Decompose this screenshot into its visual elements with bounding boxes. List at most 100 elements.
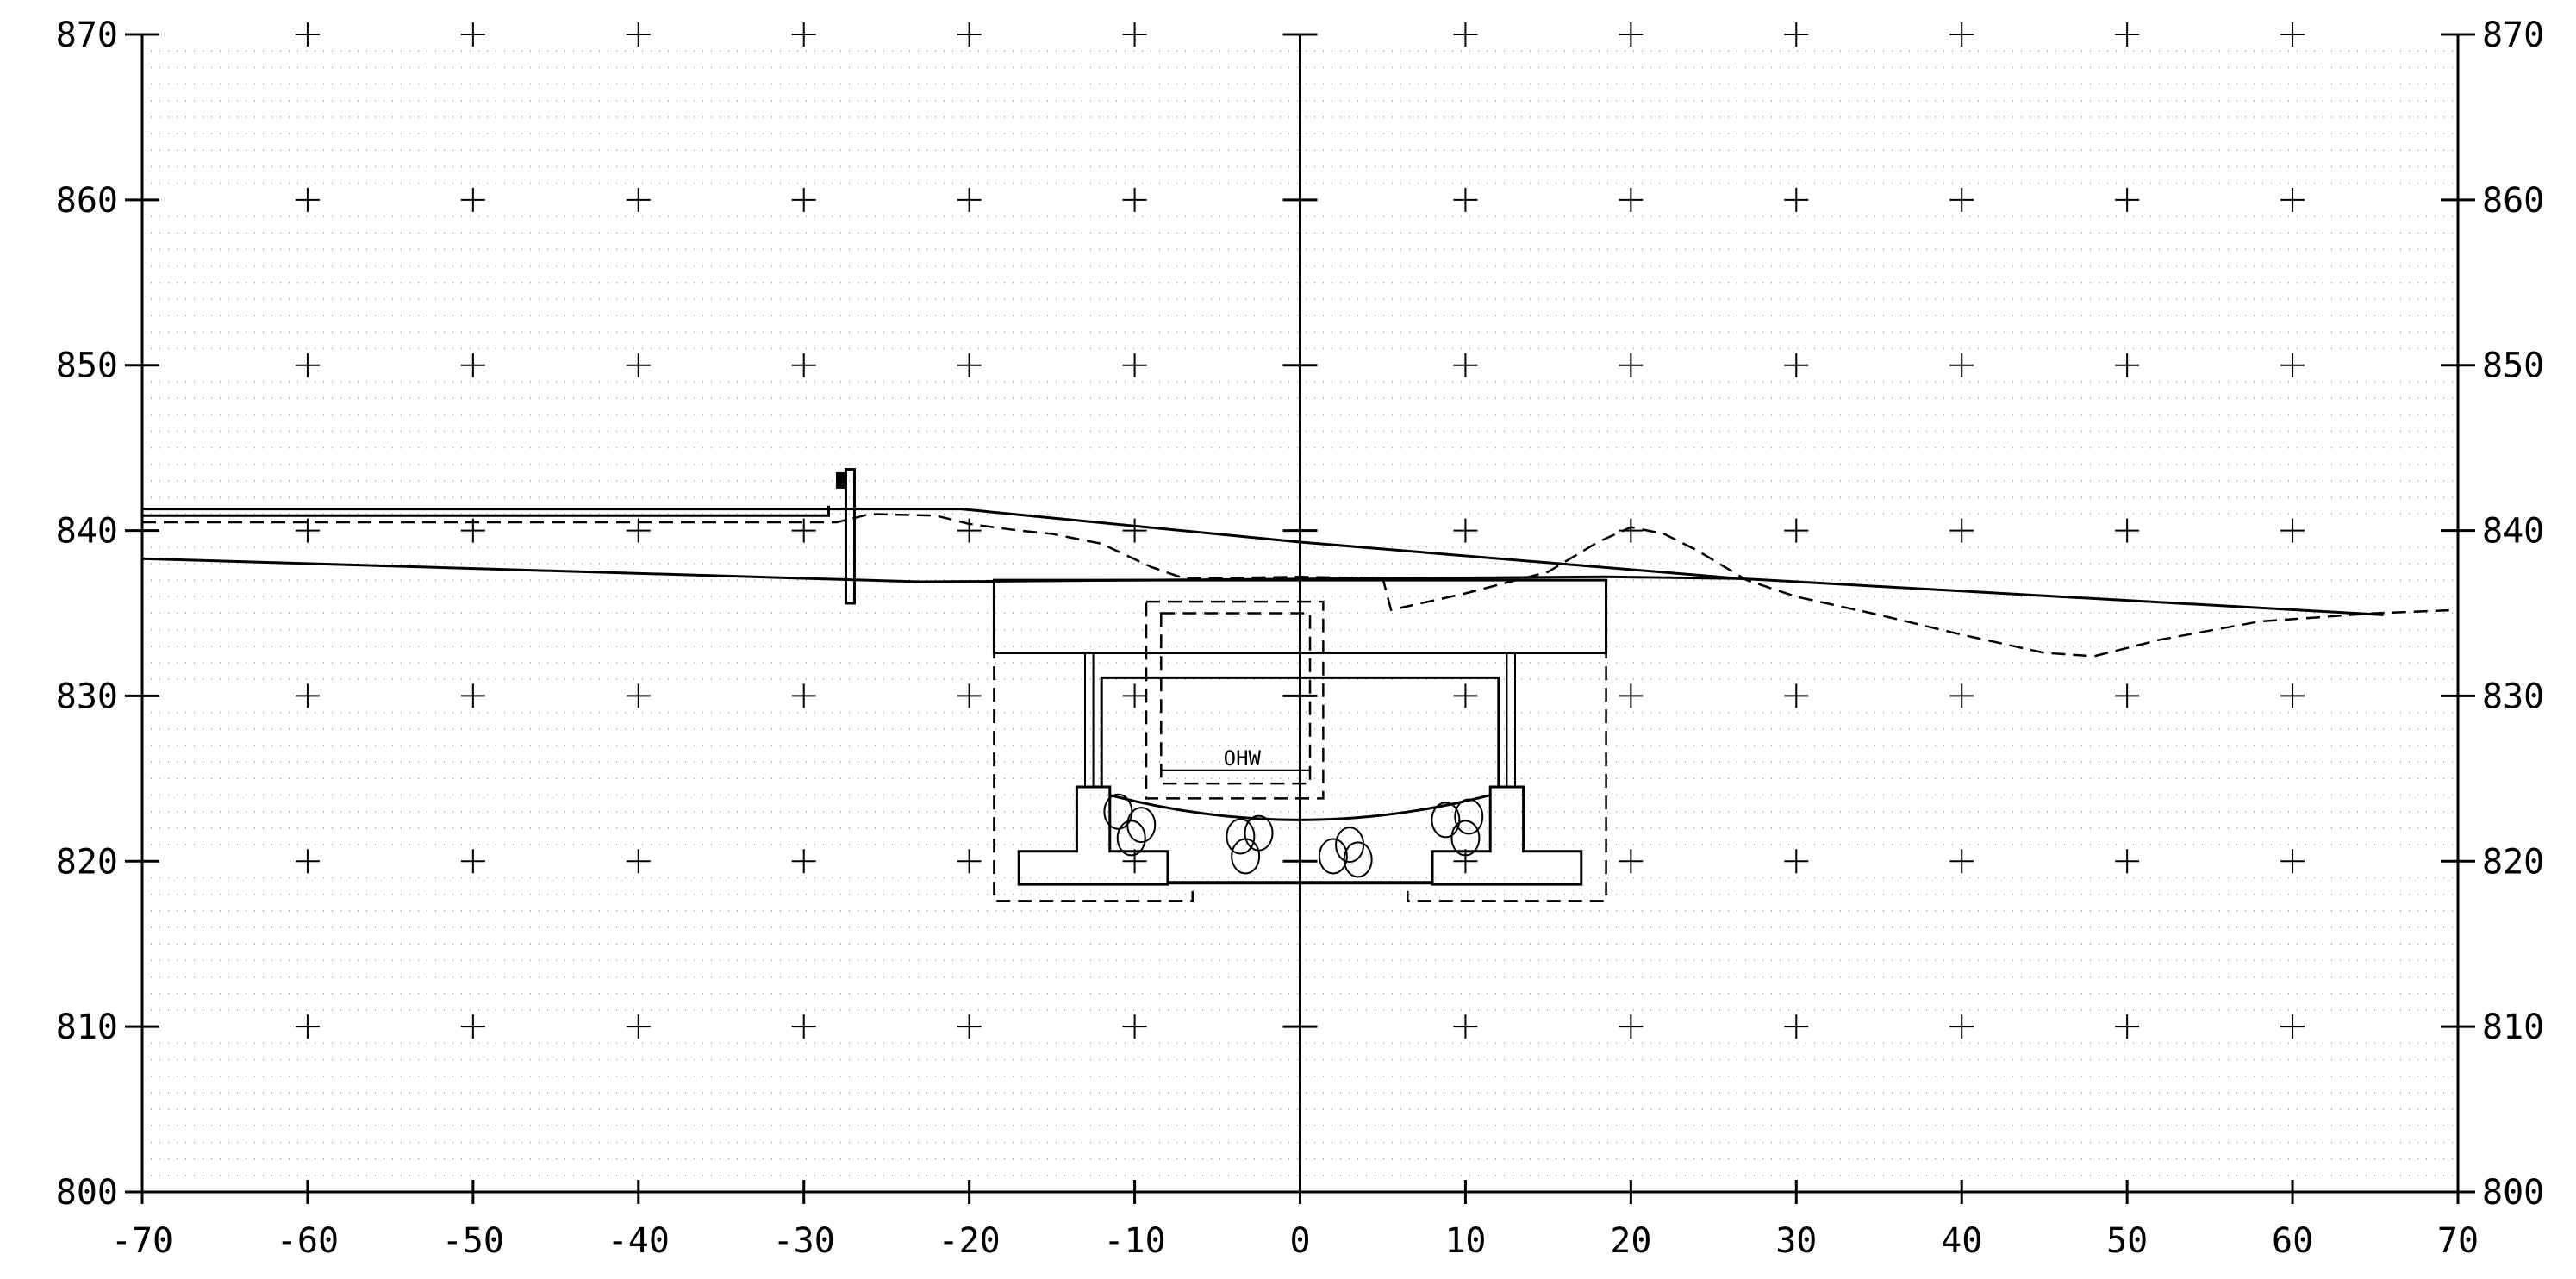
grid-plus (1619, 353, 1644, 377)
grid-plus (2115, 187, 2140, 212)
left-wall-thin (1083, 652, 1095, 787)
x-tick-label: 50 (2106, 1221, 2148, 1261)
x-tick-label: 70 (2437, 1221, 2479, 1261)
grid-plus (791, 518, 816, 543)
grid-plus (1949, 353, 1974, 377)
dashed-opening-outer (1145, 600, 1325, 800)
grid-plus (1619, 849, 1644, 874)
y-tick-label-right: 830 (2482, 677, 2544, 716)
y-tick-label-left: 820 (56, 842, 118, 882)
grid-plus-markers (295, 22, 2305, 1039)
grid-plus (626, 683, 651, 708)
grid-plus (1784, 353, 1809, 377)
grid-plus (460, 1014, 485, 1039)
grid-plus (460, 22, 485, 47)
grid-plus (957, 22, 982, 47)
grid-plus (1453, 518, 1478, 543)
x-tick-label: 20 (1610, 1221, 1651, 1261)
profile-lines (141, 505, 2459, 658)
grid-plus (1784, 22, 1809, 47)
grid-plus (1949, 187, 1974, 212)
grid-plus (1619, 683, 1644, 708)
riprap-stone (1231, 838, 1261, 875)
grid-plus (2115, 22, 2140, 47)
guard-post (844, 468, 856, 605)
riprap-stone (1244, 814, 1274, 852)
grid-plus (1122, 518, 1147, 543)
grid-plus (626, 353, 651, 377)
riprap-stone (1226, 818, 1256, 855)
grid-plus (2115, 849, 2140, 874)
grid-plus (1784, 1014, 1809, 1039)
grid-plus (2280, 518, 2305, 543)
x-tick-label: -20 (939, 1221, 1001, 1261)
riprap-stone (1318, 838, 1348, 875)
grid-plus (626, 849, 651, 874)
grid-plus (460, 849, 485, 874)
proposed-profile (141, 557, 1739, 583)
grid-plus (295, 22, 320, 47)
riprap-stone (1126, 807, 1157, 844)
grid-plus (2280, 187, 2305, 212)
grid-plus (791, 683, 816, 708)
grid-plus (791, 849, 816, 874)
inner-box (1100, 676, 1500, 787)
grid-plus (1122, 353, 1147, 377)
x-tick-label: -40 (608, 1221, 670, 1261)
y-tick-label-right: 870 (2482, 16, 2544, 55)
grid-plus (957, 849, 982, 874)
grid-plus (1453, 1014, 1478, 1039)
grid-plus (1122, 22, 1147, 47)
grid-plus (1122, 849, 1147, 874)
axes (125, 33, 2475, 1204)
grid-plus (1949, 849, 1974, 874)
grid-plus (2280, 22, 2305, 47)
grid-plus (295, 683, 320, 708)
x-tick-label: -10 (1103, 1221, 1165, 1261)
grid-plus (1619, 22, 1644, 47)
y-tick-label-right: 860 (2482, 181, 2544, 221)
grid-plus (1453, 683, 1478, 708)
ohw-label: OHW (1224, 746, 1262, 771)
grid-plus (626, 22, 651, 47)
grid-plus (460, 683, 485, 708)
grid-plus (791, 353, 816, 377)
grid-plus (1784, 187, 1809, 212)
guard-post-cap (835, 471, 846, 489)
grid-plus (791, 187, 816, 212)
grid-plus (1453, 22, 1478, 47)
grid-plus (957, 187, 982, 212)
x-tick-label: -50 (442, 1221, 504, 1261)
right-footing (1431, 785, 1583, 886)
grid-plus (460, 353, 485, 377)
culvert-structure (835, 468, 1608, 902)
proposed-profile (142, 505, 830, 517)
existing-ground-profile (142, 513, 2459, 658)
grid-plus (295, 1014, 320, 1039)
riprap-stone (1343, 841, 1373, 878)
grid-plus (295, 187, 320, 212)
y-tick-label-left: 860 (56, 181, 118, 221)
grid-plus (1784, 518, 1809, 543)
grid-plus (2115, 683, 2140, 708)
grid-plus (1453, 187, 1478, 212)
y-tick-label-left: 840 (56, 512, 118, 552)
x-tick-label: 40 (1941, 1221, 1982, 1261)
grid-plus (957, 353, 982, 377)
x-tick-label: 10 (1444, 1221, 1486, 1261)
grid-plus (1949, 1014, 1974, 1039)
y-tick-label-right: 840 (2482, 512, 2544, 552)
right-wall-thin (1506, 652, 1517, 787)
dashed-opening-inner (1160, 612, 1312, 785)
grid-plus (1784, 849, 1809, 874)
x-tick-label: -70 (111, 1221, 173, 1261)
x-tick-label: 60 (2272, 1221, 2313, 1261)
y-tick-label-left: 870 (56, 16, 118, 55)
grid-plus (1453, 849, 1478, 874)
grid-plus (295, 518, 320, 543)
grid-plus (626, 1014, 651, 1039)
x-tick-label: 0 (1289, 1221, 1310, 1261)
right-excavation-line (1407, 580, 1607, 902)
y-tick-label-right: 820 (2482, 842, 2544, 882)
